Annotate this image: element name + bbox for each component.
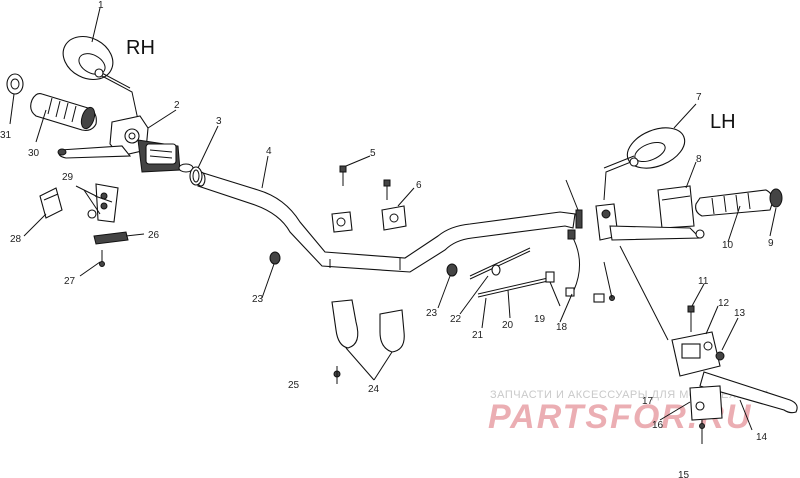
- lh-lever-perch: [595, 203, 705, 241]
- leader-lines: [9, 7, 777, 431]
- rh-grip-part-30: [30, 93, 97, 131]
- callout-31: 31: [0, 130, 12, 141]
- callout-29: 29: [62, 172, 74, 183]
- lh-switch-housing-part-8: [657, 185, 695, 229]
- callout-1: 1: [98, 0, 104, 11]
- switch-part-29: [87, 183, 119, 223]
- callout-10: 10: [722, 240, 734, 251]
- callout-labels: 1 2 3 4 5 6 7 8 9 10 11 12 13 14 15 16 1…: [0, 0, 774, 478]
- connector-part-19: [545, 271, 555, 283]
- callout-23-left: 23: [252, 294, 264, 305]
- callout-14: 14: [756, 432, 768, 443]
- callout-5: 5: [370, 148, 376, 159]
- callout-26: 26: [148, 230, 160, 241]
- rh-mirror-part-1: [62, 35, 139, 121]
- callout-6: 6: [416, 180, 422, 191]
- callout-7: 7: [696, 92, 702, 103]
- callout-23-right: 23: [426, 308, 438, 319]
- master-cylinder-part-2: [57, 115, 194, 173]
- callout-8: 8: [696, 154, 702, 165]
- cable-part-21: [477, 277, 549, 298]
- harness-part-18: [565, 229, 615, 303]
- callout-15: 15: [678, 470, 690, 478]
- lh-ring-part-3: [575, 209, 583, 229]
- lh-grip-part-10: [695, 189, 773, 217]
- callout-4: 4: [266, 146, 272, 157]
- callout-24: 24: [368, 384, 380, 395]
- callout-3-rh: 3: [216, 116, 222, 127]
- switch-cover-part-28: [39, 187, 63, 219]
- cable-part-22: [469, 247, 531, 280]
- callout-27: 27: [64, 276, 76, 287]
- lh-end-cap-part-9: [769, 188, 783, 208]
- bracket-part-26: [93, 231, 129, 245]
- rh-ring-part-3: [189, 166, 203, 186]
- screw-part-27: [99, 250, 105, 267]
- callout-19: 19: [534, 314, 546, 325]
- callout-13: 13: [734, 308, 746, 319]
- watermark: ЗАПЧАСТИ И АКСЕССУАРЫ ДЛЯ МОТОТЕХНИКИ PA…: [488, 389, 768, 436]
- callout-12: 12: [718, 298, 730, 309]
- upper-clamp-part-6: [331, 205, 407, 233]
- bolt-part-5: [339, 165, 391, 200]
- cap-part-23: [269, 251, 458, 277]
- callout-17: 17: [642, 396, 654, 407]
- callout-28: 28: [10, 234, 22, 245]
- callout-2: 2: [174, 100, 180, 111]
- lh-lever-assembly-lower: [671, 305, 798, 444]
- callout-18: 18: [556, 322, 568, 333]
- screw-part-25: [333, 366, 341, 384]
- callout-25: 25: [288, 380, 300, 391]
- callout-9: 9: [768, 238, 774, 249]
- lh-mirror-part-7: [603, 127, 686, 201]
- lh-side-label: LH: [710, 111, 736, 133]
- callout-16: 16: [652, 420, 664, 431]
- callout-22: 22: [450, 314, 462, 325]
- callout-21: 21: [472, 330, 484, 341]
- callout-30: 30: [28, 148, 40, 159]
- riser-part-24: [331, 299, 405, 353]
- rh-side-label: RH: [126, 37, 155, 59]
- rh-end-cap-part-31: [6, 73, 24, 95]
- callout-20: 20: [502, 320, 514, 331]
- callout-11: 11: [698, 276, 709, 287]
